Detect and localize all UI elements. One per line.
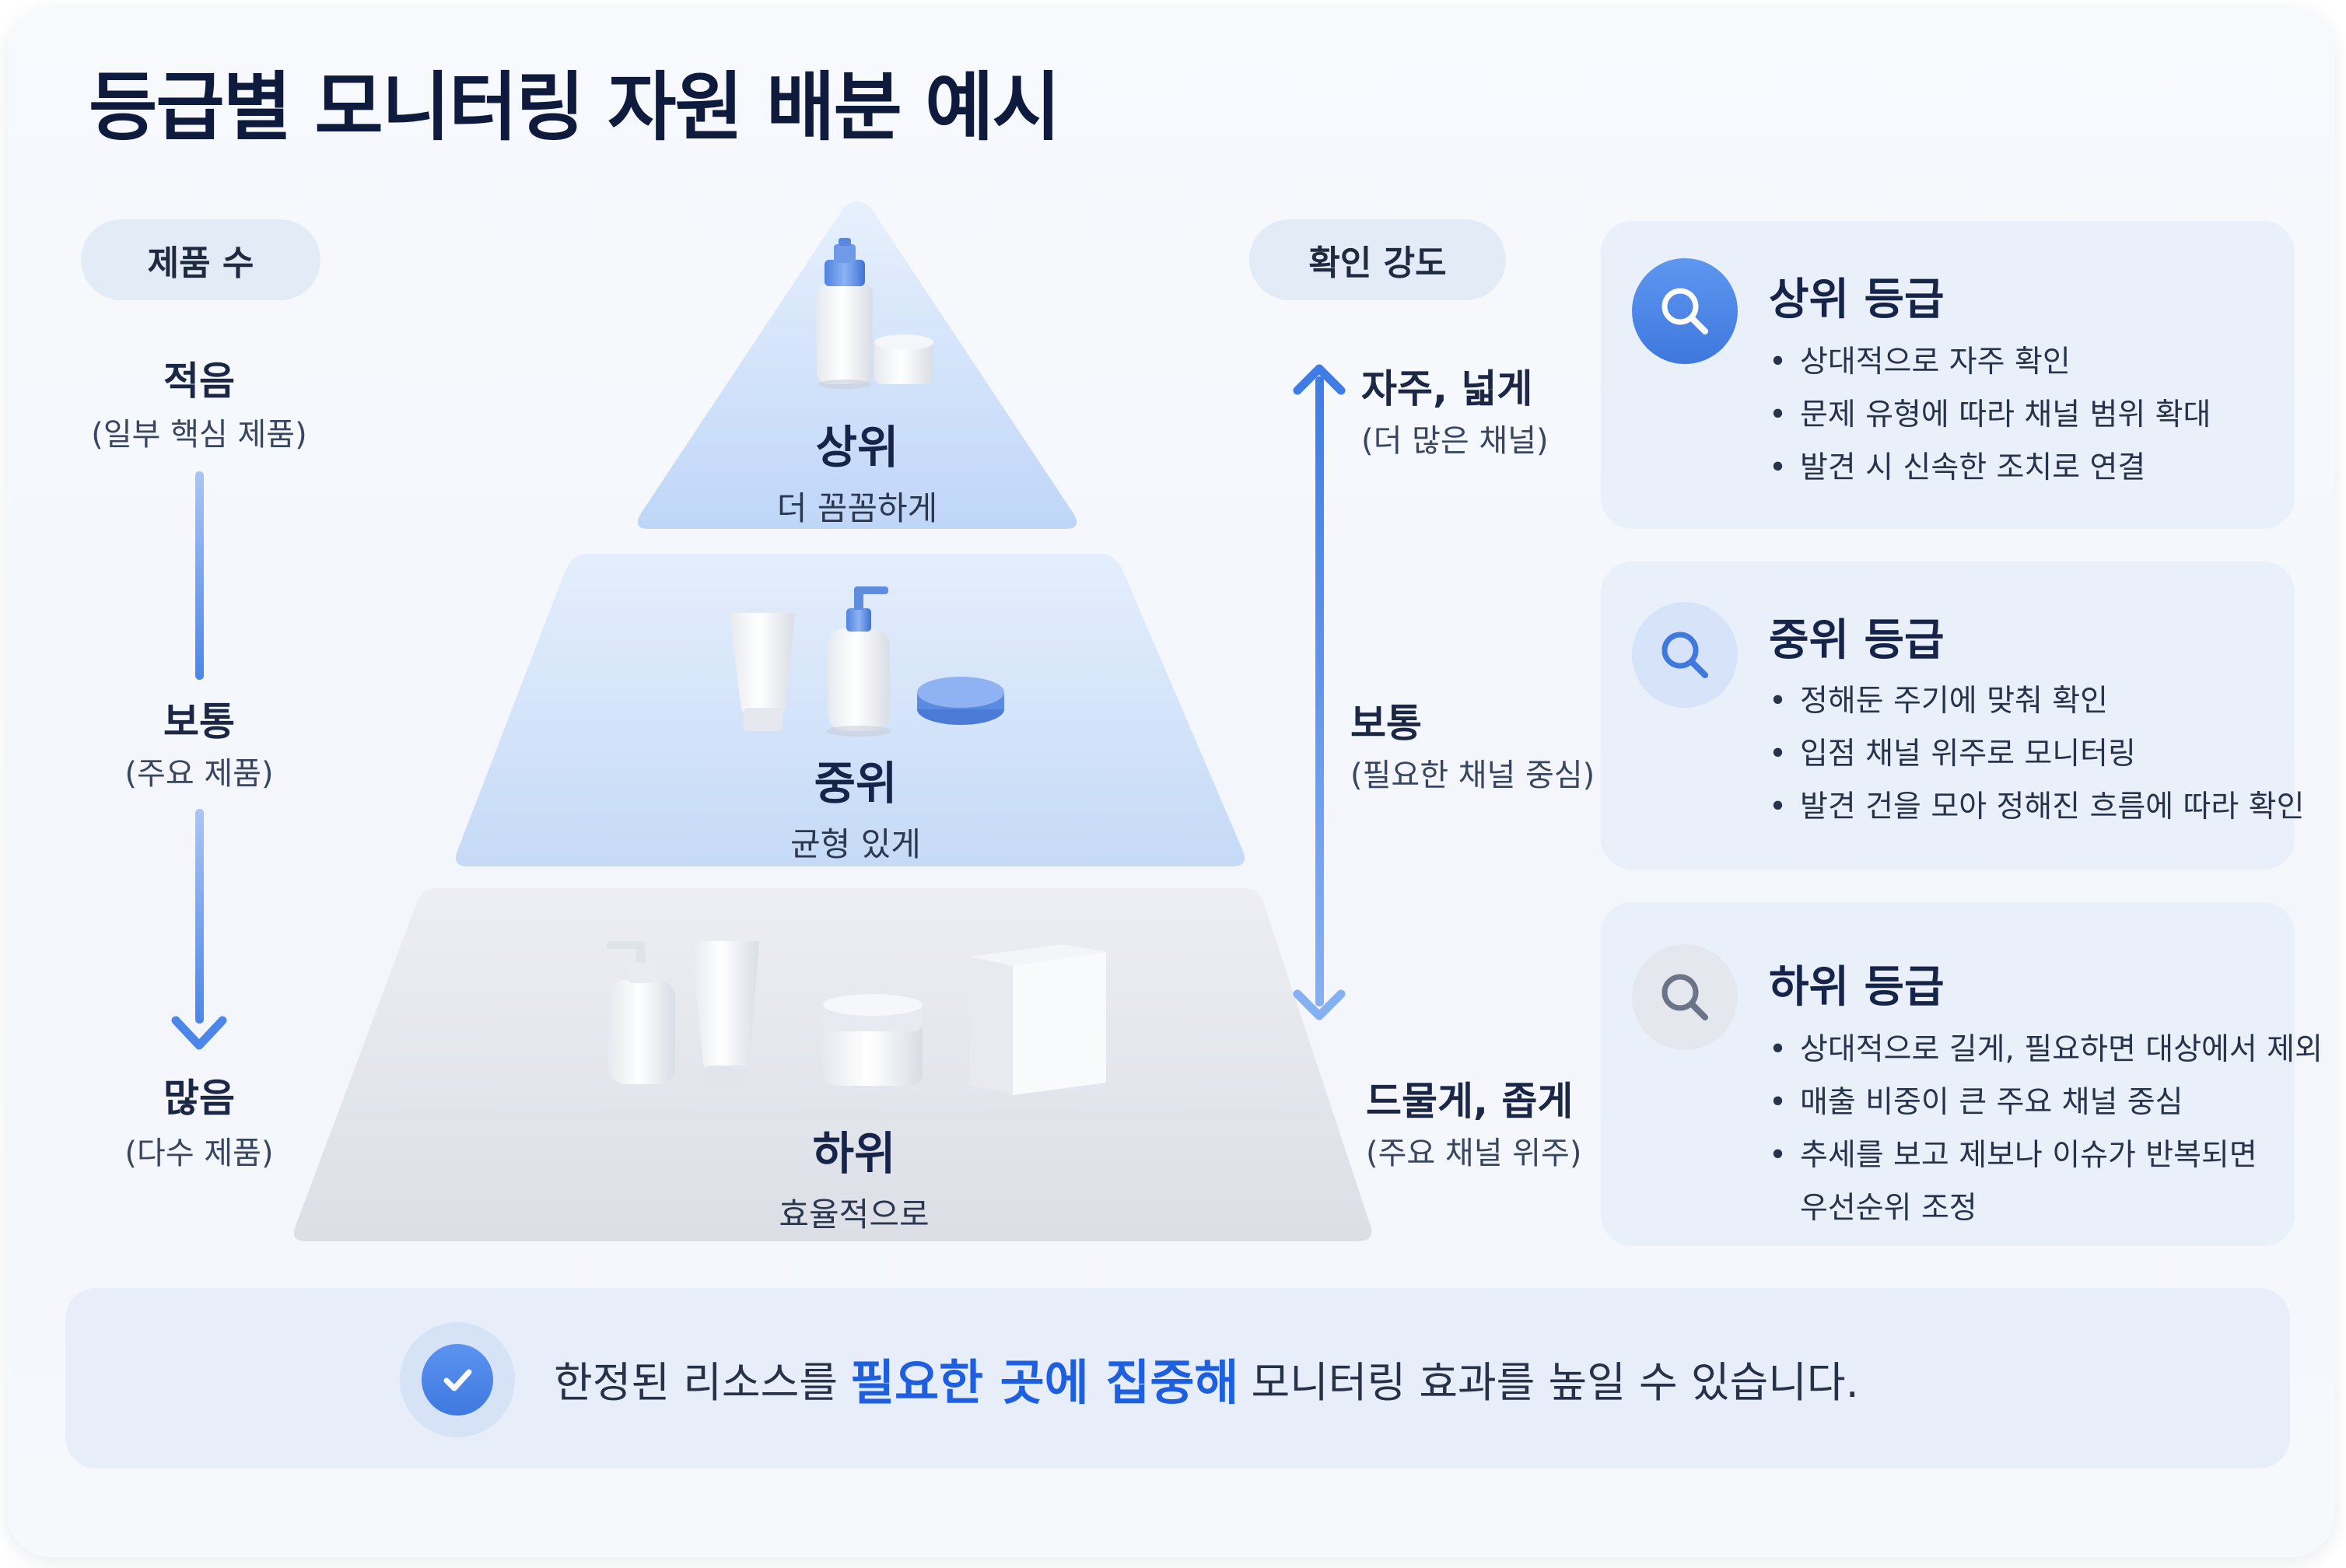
list-item: 상대적으로 자주 확인 bbox=[1769, 336, 2211, 389]
blue-compact bbox=[917, 677, 1004, 725]
cream-jar-large bbox=[823, 994, 923, 1086]
left-level-many: 많음 bbox=[163, 1076, 235, 1121]
list-item: 정해둔 주기에 맞춰 확인 bbox=[1769, 675, 2304, 728]
right-level-normal: 보통 bbox=[1350, 701, 1422, 746]
left-level-normal-sub: (주요 제품) bbox=[124, 756, 274, 792]
left-level-many-sub: (다수 제품) bbox=[124, 1136, 274, 1171]
card-middle-grade: 중위 등급 정해둔 주기에 맞춰 확인 입점 채널 위주로 모니터링 발견 건을… bbox=[1601, 562, 2304, 870]
card-bottom-title: 하위 등급 bbox=[1769, 962, 1945, 1013]
right-level-rare: 드물게, 좁게 bbox=[1366, 1079, 1574, 1124]
list-item: 입점 채널 위주로 모니터링 bbox=[1769, 728, 2304, 781]
list-item: 발견 시 신속한 조치로 연결 bbox=[1769, 442, 2211, 495]
left-arrow-seg2 bbox=[195, 809, 204, 1024]
pyramid-graphic bbox=[171, 201, 1372, 1241]
tier-middle-label: 중위 균형 있게 bbox=[790, 747, 921, 866]
page-title: 등급별 모니터링 자원 배분 예시 bbox=[89, 64, 1061, 151]
check-badge bbox=[400, 1322, 515, 1437]
tier-top-name: 상위 bbox=[815, 421, 899, 474]
search-icon bbox=[1632, 944, 1738, 1050]
summary-text: 한정된 리소스를 필요한 곳에 집중해 모니터링 효과를 높일 수 있습니다. bbox=[554, 1288, 1859, 1468]
pump-bottle bbox=[828, 628, 890, 731]
product-count-label: 제품 수 bbox=[81, 219, 320, 300]
left-arrow-head bbox=[171, 1016, 227, 1050]
right-arrow-shaft bbox=[1315, 376, 1324, 1006]
check-intensity-label: 확인 강도 bbox=[1249, 219, 1506, 300]
right-level-rare-sub: (주요 채널 위주) bbox=[1366, 1136, 1582, 1171]
card-middle-title: 중위 등급 bbox=[1769, 615, 1945, 666]
tier-middle-name: 중위 bbox=[814, 757, 898, 810]
cream-jar-small bbox=[874, 341, 933, 384]
right-level-frequent: 자주, 넓게 bbox=[1361, 366, 1533, 411]
diagram-canvas: 등급별 모니터링 자원 배분 예시 제품 수 적음 (일부 핵심 제품) 보통 … bbox=[8, 8, 2335, 1557]
right-arrow-head-down bbox=[1293, 989, 1346, 1020]
tier-bottom-label: 하위 효율적으로 bbox=[779, 1117, 929, 1236]
summary-banner: 한정된 리소스를 필요한 곳에 집중해 모니터링 효과를 높일 수 있습니다. bbox=[65, 1288, 2290, 1468]
tier-middle-desc: 균형 있게 bbox=[790, 825, 921, 863]
middle-tier-products bbox=[730, 586, 1004, 737]
tier-bottom-name: 하위 bbox=[812, 1127, 896, 1180]
left-level-few-sub: (일부 핵심 제품) bbox=[91, 417, 307, 453]
pump-bottle-white bbox=[608, 980, 675, 1084]
left-arrow-seg1 bbox=[195, 471, 204, 680]
list-item-continuation: 우선순위 조정 bbox=[1800, 1191, 1977, 1226]
check-icon bbox=[443, 1369, 472, 1391]
card-top-grade: 상위 등급 상대적으로 자주 확인 문제 유형에 따라 채널 범위 확대 발견 … bbox=[1601, 221, 2295, 529]
left-level-few: 적음 bbox=[163, 359, 235, 404]
list-item: 상대적으로 길게, 필요하면 대상에서 제외 bbox=[1769, 1024, 2323, 1076]
left-level-normal: 보통 bbox=[163, 699, 235, 744]
card-top-title: 상위 등급 bbox=[1769, 275, 1945, 325]
card-top-list: 상대적으로 자주 확인 문제 유형에 따라 채널 범위 확대 발견 시 신속한 … bbox=[1769, 336, 2211, 495]
list-item: 발견 건을 모아 정해진 흐름에 따라 확인 bbox=[1769, 781, 2304, 834]
summary-after: 모니터링 효과를 높일 수 있습니다. bbox=[1251, 1357, 1859, 1407]
tube-middle bbox=[730, 613, 795, 717]
card-bottom-grade: 하위 등급 상대적으로 길게, 필요하면 대상에서 제외 매출 비중이 큰 주요… bbox=[1601, 902, 2323, 1246]
card-bottom-list: 상대적으로 길게, 필요하면 대상에서 제외 매출 비중이 큰 주요 채널 중심… bbox=[1769, 1024, 2323, 1235]
search-icon bbox=[1632, 602, 1738, 708]
tier-top-desc: 더 꼼꼼하게 bbox=[776, 489, 938, 527]
bottom-tier-products bbox=[607, 941, 1106, 1095]
tier-top-label: 상위 더 꼼꼼하게 bbox=[777, 411, 938, 530]
card-middle-list: 정해둔 주기에 맞춰 확인 입점 채널 위주로 모니터링 발견 건을 모아 정해… bbox=[1769, 675, 2304, 834]
product-box bbox=[969, 944, 1106, 1095]
search-icon bbox=[1632, 258, 1738, 364]
tube-bottom bbox=[691, 941, 759, 1075]
list-item: 문제 유형에 따라 채널 범위 확대 bbox=[1769, 389, 2211, 442]
top-tier-products bbox=[817, 238, 933, 389]
list-item: 추세를 보고 제보나 이슈가 반복되면 bbox=[1769, 1129, 2323, 1182]
right-arrow-head-up bbox=[1293, 364, 1346, 395]
right-level-frequent-sub: (더 많은 채널) bbox=[1361, 423, 1549, 459]
summary-highlight: 필요한 곳에 집중해 bbox=[849, 1354, 1239, 1411]
right-level-normal-sub: (필요한 채널 중심) bbox=[1350, 758, 1595, 793]
serum-bottle bbox=[817, 283, 873, 384]
summary-before: 한정된 리소스를 bbox=[554, 1357, 838, 1407]
tier-bottom-desc: 효율적으로 bbox=[779, 1195, 930, 1234]
list-item: 매출 비중이 큰 주요 채널 중심 bbox=[1769, 1076, 2323, 1129]
